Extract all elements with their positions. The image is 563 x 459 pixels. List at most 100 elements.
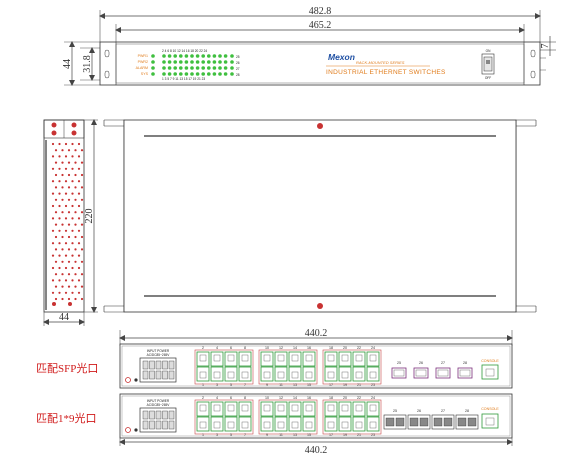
vent-hole	[77, 155, 81, 158]
led-label-pwr2: PWR2	[138, 60, 148, 64]
sfp-port[interactable]	[435, 367, 451, 379]
rj45-port[interactable]	[352, 401, 366, 417]
sfp-port[interactable]	[413, 367, 429, 379]
led-labels: PWR1 PWR2 ALARM SYS	[136, 54, 149, 76]
rj45-port[interactable]	[288, 416, 302, 432]
rj45-port[interactable]	[210, 351, 224, 367]
port-led	[218, 66, 222, 70]
rj45-port[interactable]	[196, 351, 210, 367]
rj45-port[interactable]	[224, 416, 238, 432]
rj45-port[interactable]	[210, 416, 224, 432]
console-port[interactable]	[481, 364, 499, 380]
rj45-port[interactable]	[238, 351, 252, 367]
port-led	[223, 60, 228, 64]
led-bottom-numbers: 1 3 5 7 9 11 13 15 17 19 21 23	[162, 77, 205, 81]
rj45-port[interactable]	[274, 416, 288, 432]
rj45-port[interactable]	[210, 366, 224, 382]
rj45-port[interactable]	[352, 416, 366, 432]
rj45-port[interactable]	[224, 366, 238, 382]
rj45-port[interactable]	[366, 401, 380, 417]
rj45-port[interactable]	[274, 351, 288, 367]
rj45-port[interactable]	[338, 416, 352, 432]
vent-hole	[64, 229, 68, 232]
vent-hole	[67, 273, 71, 276]
sfp-port[interactable]	[391, 367, 407, 379]
mount-hole	[104, 70, 110, 79]
rj45-port[interactable]	[260, 416, 274, 432]
rj45-port[interactable]	[352, 366, 366, 382]
rj45-port[interactable]	[260, 401, 274, 417]
rj45-port[interactable]	[302, 366, 316, 382]
port-led	[162, 66, 166, 70]
rj45-port[interactable]	[338, 366, 352, 382]
port-number-bottom: 17	[329, 433, 333, 437]
rj45-port[interactable]	[324, 366, 338, 382]
rj45-port[interactable]	[196, 401, 210, 417]
rj45-port[interactable]	[210, 401, 224, 417]
vent-hole	[58, 142, 61, 146]
vent-hole	[80, 223, 84, 226]
port-led	[184, 54, 189, 58]
port-number-top: 2	[202, 396, 204, 400]
rj45-port[interactable]	[366, 366, 380, 382]
rj45-port[interactable]	[288, 351, 302, 367]
port-number-bottom: 23	[371, 383, 375, 387]
rj45-port[interactable]	[260, 351, 274, 367]
port-led	[201, 66, 205, 70]
port-led	[201, 60, 205, 64]
vent-hole	[71, 279, 74, 282]
vent-hole	[54, 149, 58, 152]
rj45-port[interactable]	[302, 351, 316, 367]
port-led	[223, 54, 228, 58]
port-number-top: 4	[216, 396, 218, 400]
rj45-port[interactable]	[238, 416, 252, 432]
rj45-port[interactable]	[366, 416, 380, 432]
port-number-bottom: 1	[202, 433, 204, 437]
rj45-port[interactable]	[324, 401, 338, 417]
switch-on-label: ON	[486, 49, 491, 53]
vent-hole	[67, 285, 71, 288]
vent-hole	[61, 260, 64, 263]
port-number-bottom: 13	[293, 383, 297, 387]
rj45-port[interactable]	[352, 351, 366, 367]
dim-side-depth: 220	[84, 209, 95, 224]
rj45-port[interactable]	[196, 366, 210, 382]
vent-hole	[77, 167, 81, 170]
rj45-port[interactable]	[324, 351, 338, 367]
rj45-port[interactable]	[238, 366, 252, 382]
back-dimension-top: 440.2	[119, 328, 513, 346]
port-led	[207, 72, 211, 76]
vent-hole	[54, 198, 58, 201]
port-number-top: 12	[279, 346, 283, 350]
rj45-port[interactable]	[324, 416, 338, 432]
rj45-port[interactable]	[238, 401, 252, 417]
rj45-port[interactable]	[366, 351, 380, 367]
port-led	[230, 60, 234, 64]
terminal-pin	[142, 370, 149, 380]
fiber-port-number: 25	[393, 409, 397, 413]
port-number-bottom: 9	[266, 433, 268, 437]
rj45-port[interactable]	[274, 401, 288, 417]
rj45-port[interactable]	[224, 401, 238, 417]
rj45-port[interactable]	[302, 416, 316, 432]
rj45-port[interactable]	[260, 366, 274, 382]
vent-hole	[71, 204, 74, 208]
dim-side-width: 44	[59, 312, 69, 323]
rj45-port[interactable]	[288, 401, 302, 417]
rj45-port[interactable]	[274, 366, 288, 382]
rj45-port[interactable]	[196, 416, 210, 432]
rj45-port[interactable]	[338, 351, 352, 367]
rj45-port[interactable]	[288, 366, 302, 382]
power-switch[interactable]: ON OFF	[481, 49, 495, 80]
port-number-bottom: 7	[244, 433, 246, 437]
vent-hole	[58, 180, 61, 183]
vent-hole	[80, 248, 84, 251]
vent-hole	[54, 260, 58, 263]
rj45-port[interactable]	[302, 401, 316, 417]
sfp-port[interactable]	[457, 367, 473, 379]
vent-hole	[80, 161, 84, 164]
rj45-port[interactable]	[224, 351, 238, 367]
rj45-port[interactable]	[338, 401, 352, 417]
terminal-pin	[155, 360, 162, 370]
console-port[interactable]	[481, 413, 499, 429]
